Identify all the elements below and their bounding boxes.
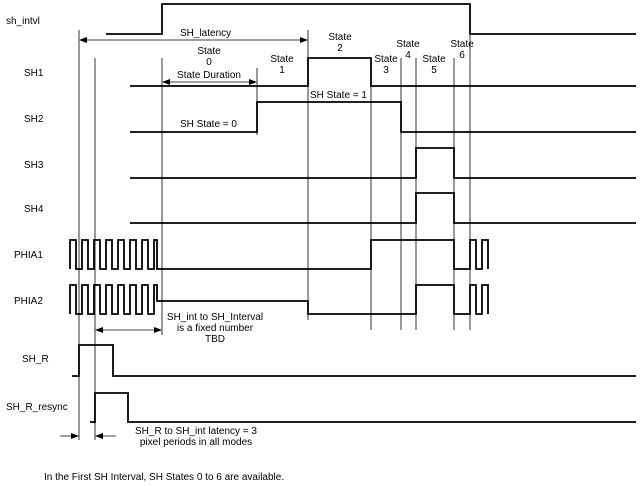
state-1-number: 1	[279, 65, 285, 76]
label-phia1: PHIA1	[14, 250, 43, 261]
state-5-title: State	[422, 54, 446, 65]
state-5-number: 5	[431, 65, 437, 76]
state-0-title: State	[197, 46, 221, 57]
state-4-title: State	[396, 39, 420, 50]
state-6-number: 6	[459, 50, 465, 61]
state-0-duration: State Duration	[177, 70, 241, 81]
signal-labels: sh_intvl SH1 SH2 SH3 SH4 PHIA1 PHIA2 SH_…	[6, 16, 68, 413]
state-1-title: State	[270, 54, 294, 65]
waveform-sh3	[130, 147, 636, 179]
sh-state-1-label: SH State = 1	[310, 90, 367, 101]
label-sh-r-resync: SH_R_resync	[6, 402, 68, 413]
waveform-sh4	[130, 192, 636, 224]
waveform-sh-r	[72, 344, 636, 377]
waveform-sh-intvl	[106, 3, 636, 35]
state-3-number: 3	[383, 65, 389, 76]
state-3-title: State	[374, 54, 398, 65]
guide-lines	[78, 30, 471, 440]
sh-int-note-line1: SH_int to SH_Interval	[167, 312, 263, 323]
waveform-sh1	[130, 57, 636, 87]
state-4-number: 4	[405, 50, 411, 61]
state-0-number: 0	[206, 57, 212, 68]
latency-note-line1: SH_R to SH_int latency = 3	[135, 426, 257, 437]
waveforms	[69, 3, 636, 423]
sh-int-note-line2: is a fixed number	[177, 323, 254, 334]
state-labels: State 0 State Duration State 1 State 2 S…	[177, 32, 474, 81]
sh-state-0-label: SH State = 0	[180, 119, 237, 130]
waveform-sh2	[130, 101, 636, 133]
label-sh2: SH2	[24, 114, 44, 125]
sh-latency-label: SH_latency	[180, 28, 231, 39]
state-6-title: State	[450, 39, 474, 50]
label-sh-r: SH_R	[22, 354, 49, 365]
state-2-title: State	[328, 32, 352, 43]
label-sh3: SH3	[24, 160, 44, 171]
label-sh4: SH4	[24, 204, 44, 215]
latency-note-line2: pixel periods in all modes	[140, 437, 252, 448]
label-sh1: SH1	[24, 68, 44, 79]
waveform-phia2	[69, 284, 489, 315]
footnote: In the First SH Interval, SH States 0 to…	[44, 472, 284, 483]
state-2-number: 2	[337, 43, 343, 54]
label-sh-intvl: sh_intvl	[6, 16, 40, 27]
waveform-phia1	[69, 239, 489, 270]
label-phia2: PHIA2	[14, 296, 43, 307]
sh-int-note-line3: TBD	[205, 334, 225, 345]
annotations: SH_latency SH State = 1 SH State = 0 SH_…	[135, 28, 367, 448]
dimension-arrows	[60, 37, 308, 439]
waveform-sh-r-resync	[90, 392, 636, 423]
